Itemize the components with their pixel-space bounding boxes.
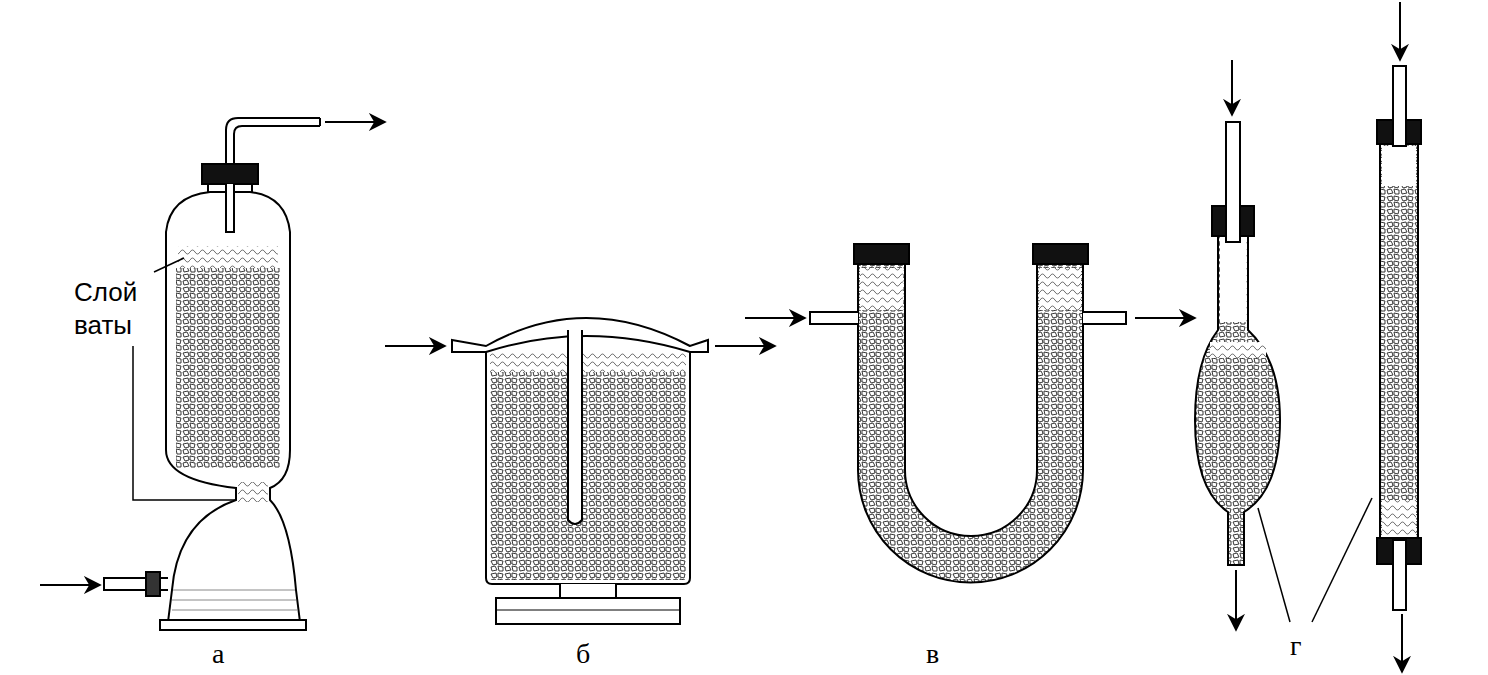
flow-arrow — [40, 584, 100, 586]
part-label: Слой ваты — [74, 276, 158, 341]
flow-arrow — [1401, 614, 1403, 672]
stopper — [1033, 244, 1088, 264]
flow-arrow — [1235, 570, 1237, 630]
flow-arrow — [715, 345, 775, 347]
leader-line — [1258, 508, 1290, 622]
figure-letter: б — [576, 636, 590, 671]
flow-arrow — [745, 317, 805, 319]
flow-arrow — [1399, 2, 1401, 60]
leader-line — [1312, 498, 1372, 622]
drying-tower — [385, 318, 775, 624]
flow-arrow — [1135, 317, 1195, 319]
figure-letter: г — [1290, 628, 1301, 663]
flow-arrow — [325, 121, 385, 123]
figure-letter: в — [926, 636, 939, 671]
flow-arrow — [385, 345, 445, 347]
u-tube — [745, 244, 1195, 583]
drying-column — [40, 118, 385, 630]
drying-tubes — [1195, 2, 1421, 672]
flow-arrow — [1231, 60, 1233, 115]
stopper — [202, 164, 258, 184]
leader-line — [154, 258, 184, 272]
stopper — [854, 244, 909, 264]
leader-line — [133, 346, 236, 500]
figure-letter: а — [212, 636, 224, 671]
